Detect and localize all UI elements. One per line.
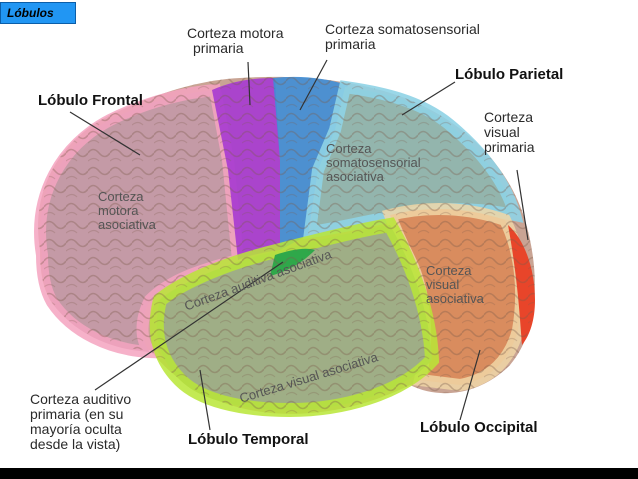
bottom-bar — [0, 468, 638, 479]
leader-somato — [299, 59, 328, 111]
label-visual-assoc: Corteza visual asociativa — [426, 263, 484, 306]
gyri-texture — [38, 76, 535, 414]
label-frontal-lobe: Lóbulo Frontal — [38, 92, 143, 109]
label-motor-assoc: Corteza motora asociativa — [98, 189, 156, 232]
label-parietal-lobe: Lóbulo Parietal — [455, 66, 564, 83]
leader-motor — [247, 61, 251, 106]
leader-occipital — [459, 349, 481, 421]
label-somatosensory-cortex: Corteza somatosensorial primaria — [325, 21, 480, 52]
label-motor-cortex: Corteza motora primaria — [187, 25, 284, 56]
leader-parietal — [401, 81, 456, 116]
tag-lobulos: Lóbulos — [0, 2, 76, 24]
leader-temporal — [199, 369, 211, 431]
label-auditory-primary: Corteza auditivo primaria (en su mayoría… — [30, 391, 132, 452]
leader-auditory — [94, 261, 284, 391]
label-occipital-lobe: Lóbulo Occipital — [420, 419, 538, 436]
leader-visual — [516, 169, 529, 241]
label-visual-cortex: Corteza visual primaria — [484, 109, 535, 155]
label-somato-assoc: Corteza somatosensorial asociativa — [326, 141, 421, 184]
tag-label: Lóbulos — [7, 6, 54, 20]
leader-frontal — [69, 111, 141, 156]
label-temporal-lobe: Lóbulo Temporal — [188, 431, 309, 448]
